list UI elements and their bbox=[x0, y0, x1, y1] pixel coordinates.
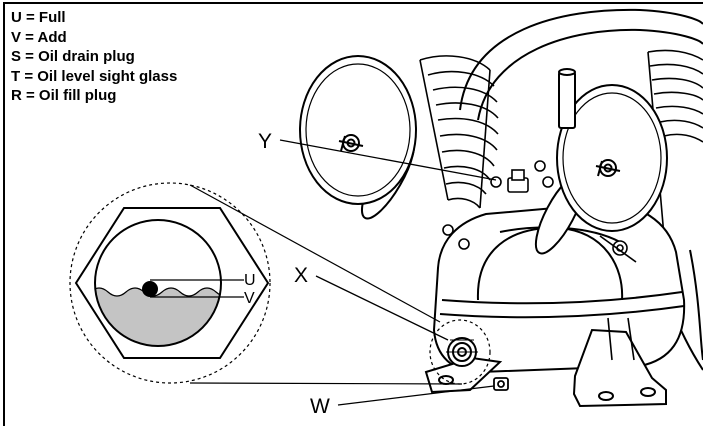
callout-x: X bbox=[294, 264, 308, 287]
legend-item-s: S = Oil drain plug bbox=[11, 48, 135, 65]
leader-y bbox=[279, 139, 497, 181]
legend-item-v: V = Add bbox=[11, 28, 67, 46]
leader-w bbox=[337, 385, 495, 406]
leader-x bbox=[315, 275, 449, 341]
callout-y: Y bbox=[258, 130, 272, 153]
diagram-frame bbox=[3, 2, 703, 426]
sight-glass-fitting bbox=[446, 337, 478, 367]
level-indicator-dot bbox=[142, 281, 158, 297]
head-fittings bbox=[442, 160, 637, 263]
legend-item-t: T = Oil level sight glass bbox=[11, 67, 178, 85]
legend-item-r: R = Oil fill plug bbox=[11, 87, 117, 104]
callout-w: W bbox=[310, 395, 330, 418]
air-filter-right bbox=[534, 84, 668, 255]
legend-item-u: U = Full bbox=[11, 9, 66, 26]
base-feet bbox=[424, 328, 667, 408]
magnifier-connector-lines bbox=[189, 184, 463, 385]
leader-lines bbox=[279, 139, 497, 406]
breather-tube bbox=[558, 68, 576, 129]
drain-plug bbox=[493, 377, 509, 391]
cylinder-fins-left bbox=[419, 55, 499, 209]
callout-v: V bbox=[244, 290, 255, 307]
sight-glass-lens bbox=[94, 219, 222, 347]
air-filter-left bbox=[299, 55, 417, 220]
crank-rib bbox=[607, 317, 635, 361]
magnified-detail: U V bbox=[69, 182, 271, 384]
legend: U = Full V = Add S = Oil drain plug T = … bbox=[11, 8, 177, 106]
callout-u: U bbox=[244, 272, 256, 289]
